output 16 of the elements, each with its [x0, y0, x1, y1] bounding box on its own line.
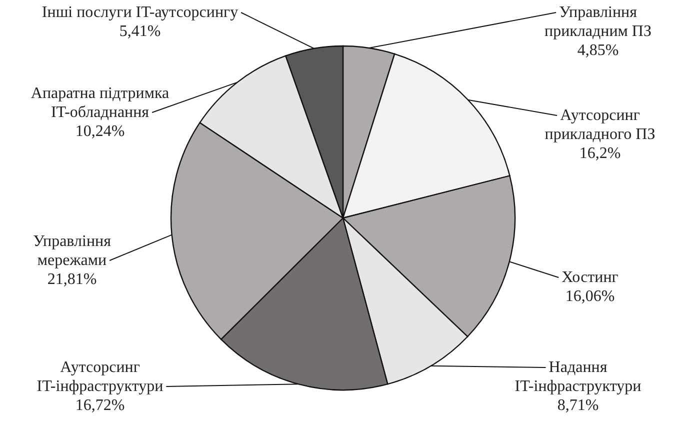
category-label: Аутсорсинг прикладного ПЗ — [544, 106, 656, 144]
value-label: 10,24% — [74, 122, 126, 141]
value-label: 16,06% — [564, 287, 616, 306]
category-label: Хостинг — [560, 268, 620, 287]
category-label: Апаратна підтримка IT-обладнання — [30, 84, 170, 122]
category-label: Надання IT-інфраструктури — [514, 358, 642, 396]
value-label: 16,2% — [578, 144, 622, 163]
value-label: 21,81% — [46, 270, 98, 289]
value-label: 4,85% — [576, 41, 620, 60]
category-label: Аутсорсинг IT-інфраструктури — [36, 358, 164, 396]
category-label: Управління мережами — [32, 232, 112, 270]
category-label: Інші послуги IT-аутсорсингу — [40, 3, 240, 22]
value-label: 16,72% — [74, 396, 126, 415]
value-label: 8,71% — [556, 396, 600, 415]
category-label: Управління прикладним ПЗ — [544, 3, 652, 41]
value-label: 5,41% — [118, 22, 162, 41]
